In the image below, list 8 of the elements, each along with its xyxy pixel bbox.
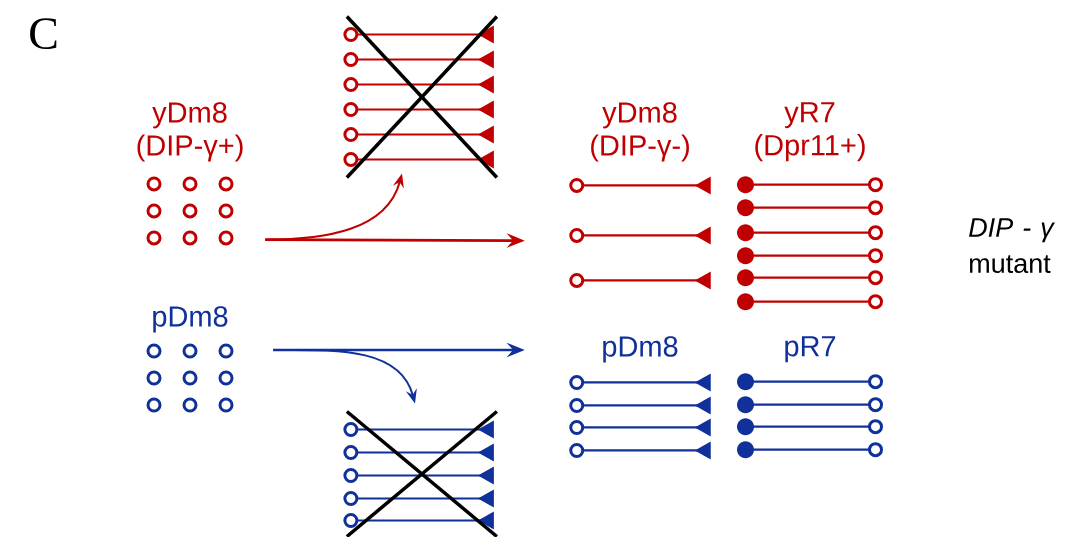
annotation-text: DIP - γ mutant — [969, 218, 1055, 274]
cell-label: yR7 (Dpr11+) — [755, 102, 865, 162]
cell-label: yDm8 (DIP-γ-) — [591, 102, 689, 162]
cell-label: pDm8 — [603, 336, 678, 363]
cell-label: yDm8 (DIP-γ+) — [137, 102, 243, 162]
panel-letter: C — [30, 18, 57, 50]
cell-label: pR7 — [785, 336, 836, 363]
cell-label: pDm8 — [153, 306, 228, 333]
